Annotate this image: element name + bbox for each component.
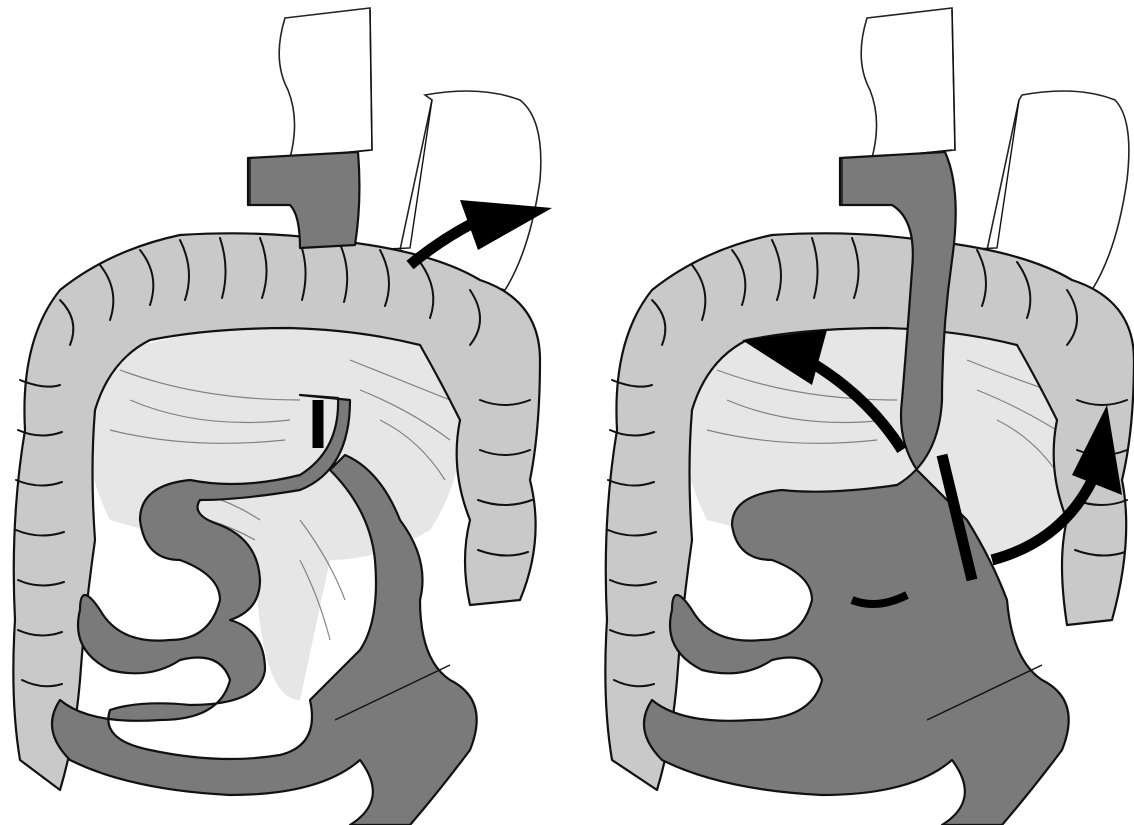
panel-left [0, 0, 567, 825]
panel-left-drawing [0, 0, 567, 825]
panel-right-drawing [567, 0, 1134, 825]
panel-right [567, 0, 1134, 825]
